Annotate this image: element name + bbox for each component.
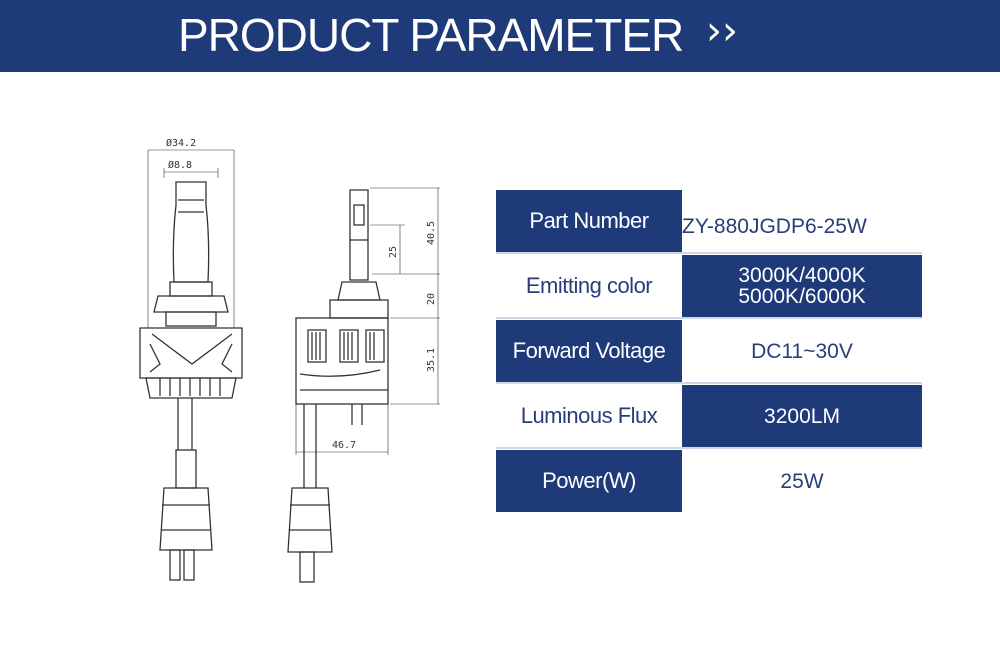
dim-outer-diameter: Ø34.2	[166, 137, 196, 149]
table-divider	[496, 382, 922, 384]
param-label-luminous-flux: Luminous Flux	[520, 403, 658, 428]
param-label-emitting-color: Emitting color	[525, 273, 653, 298]
table-divider	[496, 317, 922, 319]
table-divider	[496, 252, 922, 254]
param-value-part-number: ZY-880JGDP6-25W	[682, 215, 867, 238]
chevron-right-icon: ››	[706, 8, 738, 54]
dim-body: 35.1	[426, 348, 437, 372]
param-label-power: Power(W)	[496, 450, 682, 512]
dim-height-total: 40.5	[426, 221, 437, 245]
param-value-power: 25W	[780, 469, 824, 493]
param-value-forward-voltage: DC11~30V	[751, 339, 853, 363]
param-label-part-number: Part Number	[496, 190, 682, 252]
header-banner: PRODUCT PARAMETER ››	[0, 0, 1000, 72]
dim-width: 46.7	[332, 440, 356, 451]
param-value-luminous-flux: 3200LM	[682, 385, 922, 447]
param-label-forward-voltage: Forward Voltage	[496, 320, 682, 382]
param-value-emitting-color: 3000K/4000K 5000K/6000K	[682, 255, 922, 317]
page-title: PRODUCT PARAMETER	[178, 9, 684, 61]
bulb-technical-drawing: Ø34.2 Ø8.8 40.5 25 20 35.1 46.7	[139, 137, 440, 583]
table-divider	[496, 447, 922, 449]
dim-inner-diameter: Ø8.8	[168, 159, 192, 171]
dim-base: 20	[426, 293, 437, 305]
dim-height-chip: 25	[388, 246, 399, 258]
